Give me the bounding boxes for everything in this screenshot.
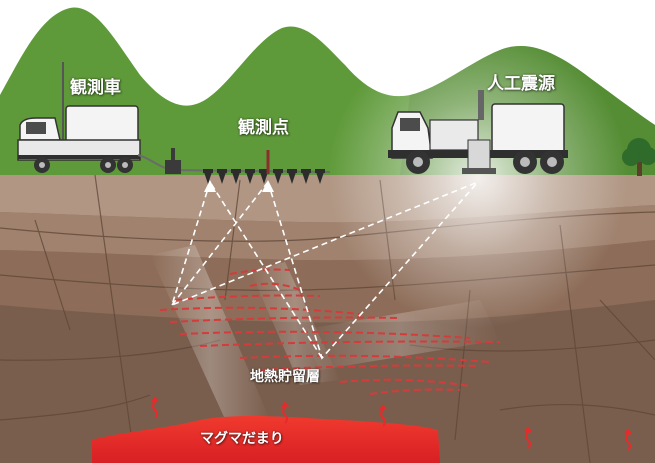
reservoir-stratum (159, 306, 361, 315)
observation-vehicle-label: 観測車 (70, 78, 121, 98)
reservoir-label: 地熱貯留層 (250, 369, 320, 385)
geothermal-reservoir (159, 268, 501, 395)
reservoir-stratum (174, 294, 321, 301)
geophone-array (203, 169, 325, 184)
geophone-icon (217, 169, 227, 184)
reservoir-stratum (249, 282, 301, 291)
magma-chamber (92, 415, 440, 463)
geophone-icon (273, 169, 283, 184)
reservoir-stratum (339, 378, 471, 387)
reservoir-stratum (369, 388, 461, 395)
reservoir-stratum (179, 330, 471, 339)
reservoir-stratum (259, 364, 481, 371)
artificial-source-label: 人工震源 (487, 74, 555, 94)
ray-arrowhead (204, 180, 216, 192)
geophone-icon (287, 169, 297, 184)
reservoir-stratum (169, 316, 401, 323)
magma-label: マグマだまり (200, 431, 284, 447)
recorder-box (165, 160, 181, 174)
seismic-ray-paths (170, 181, 479, 360)
geophone-icon (245, 169, 255, 184)
heat-arrow-icon (524, 426, 532, 449)
heat-arrow-icon (281, 401, 289, 424)
heat-arrow-icon (151, 396, 159, 419)
tree-icon (622, 138, 655, 176)
geophone-icon (301, 169, 311, 184)
geophone-icon (315, 169, 325, 184)
heat-arrow-icon (624, 428, 632, 451)
geophone-icon (231, 169, 241, 184)
observation-truck-icon (17, 62, 141, 173)
observation-points-label: 観測点 (238, 118, 289, 138)
ray-arrowhead (262, 180, 274, 192)
source-wave-glow (328, 28, 628, 328)
geophone-icon (259, 169, 269, 184)
heat-arrows (151, 396, 632, 451)
vibroseis-truck-icon (388, 90, 568, 174)
geophone-icon (203, 169, 213, 184)
reservoir-stratum (229, 268, 291, 275)
reservoir-stratum (199, 340, 501, 347)
reservoir-stratum (239, 354, 491, 363)
heat-arrow-icon (379, 404, 387, 427)
